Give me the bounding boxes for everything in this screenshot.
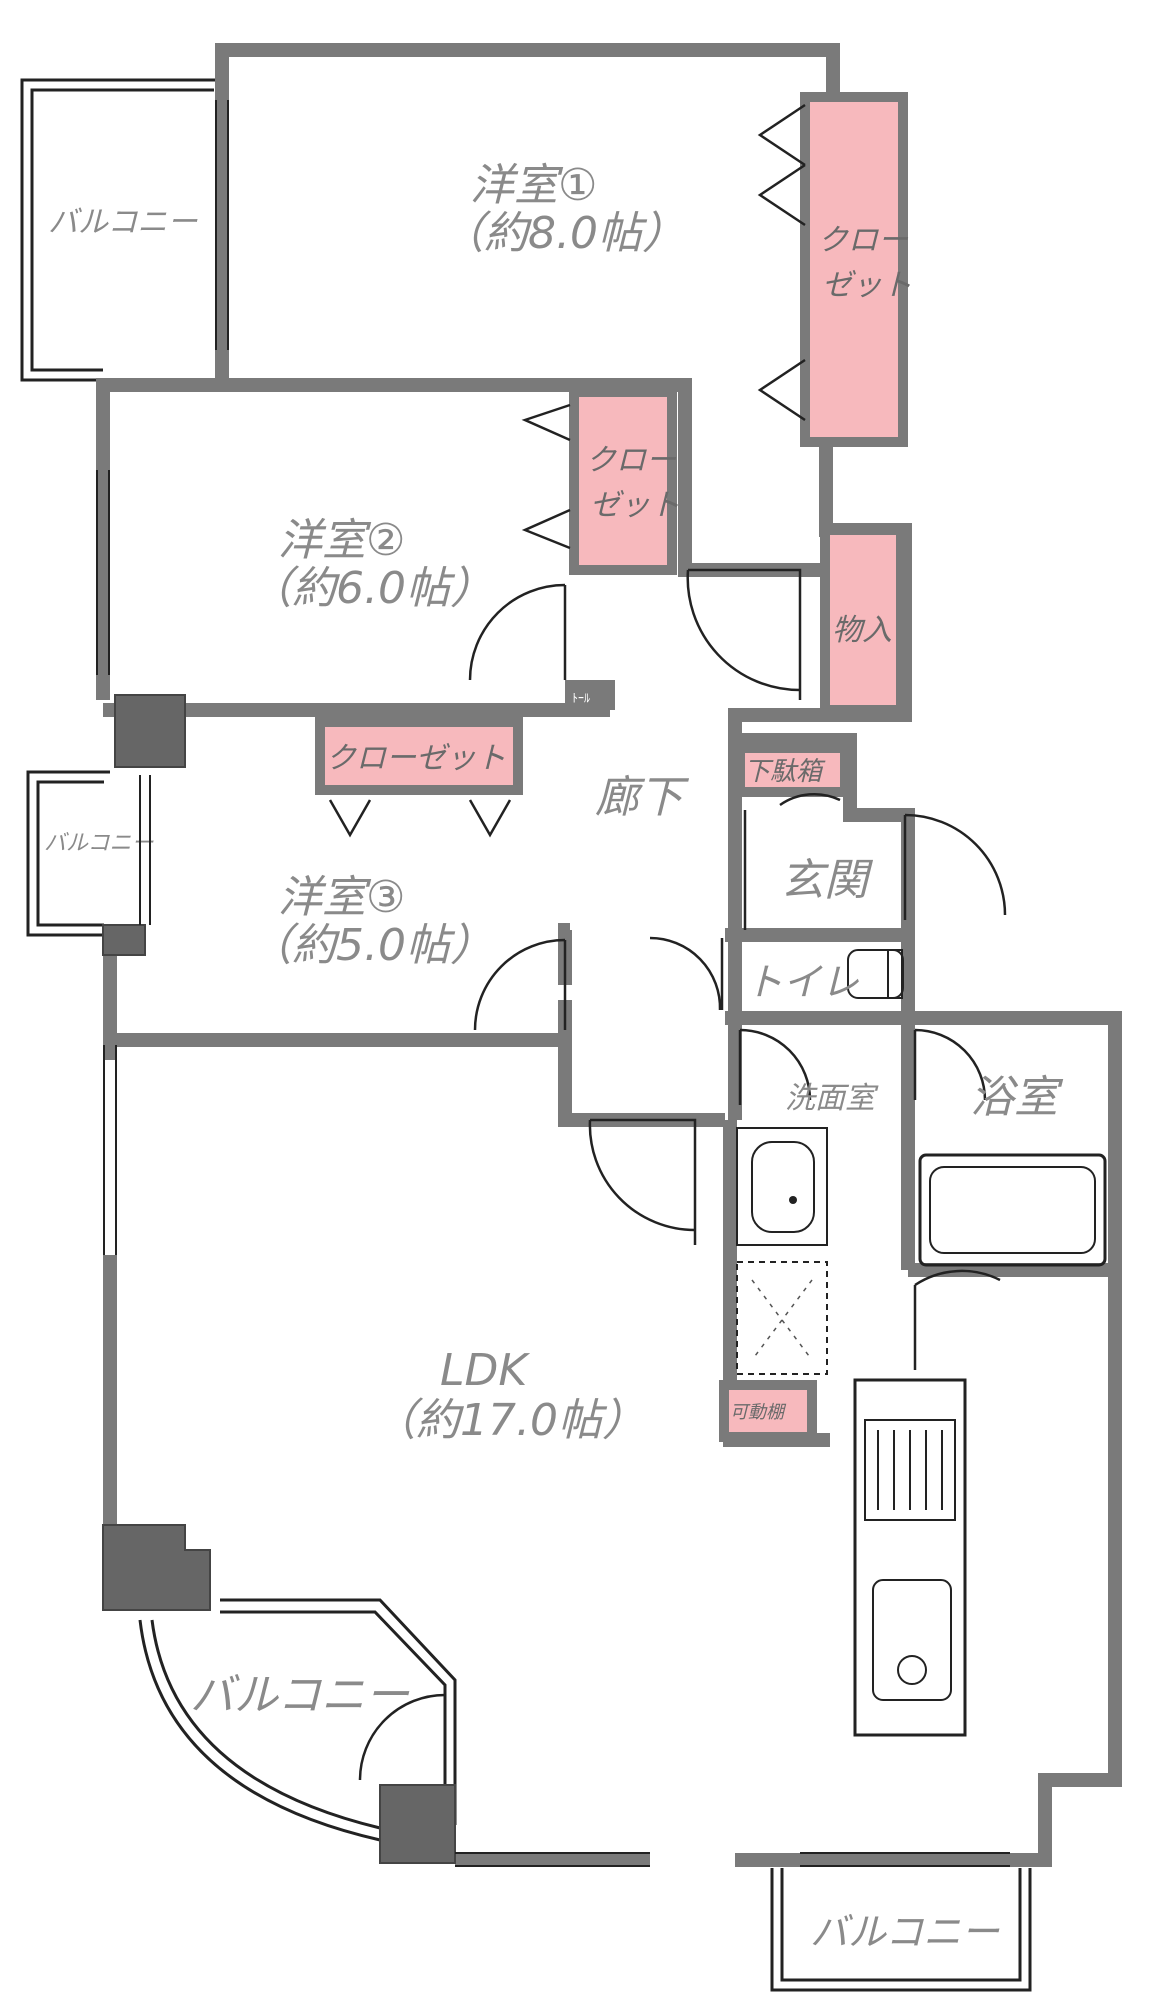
shoebox-label: 下駄箱 [744,757,826,787]
walkin-storage-label: 物入 [832,613,892,648]
balcony-bottom-left-label: バルコニー [190,1670,410,1721]
closet-western3-label: クローゼット [326,741,506,776]
closet-western2-label: クロー [586,443,677,478]
balcony-bottom-right: バルコニー [770,1868,1032,1992]
shoebox[interactable]: 下駄箱 [735,743,850,797]
washbasin [736,1127,828,1246]
room-western1-name: 洋室① [470,160,597,211]
room-western2-name: 洋室② [278,515,405,566]
pillar-mid-left [114,694,186,768]
room-washroom: 洗面室 [785,1081,879,1116]
movable-shelf-label: 可動棚 [730,1402,787,1423]
tiny-box-label: ﾄｰﾙ [572,691,590,705]
kitchen-counter [853,1378,967,1737]
windows [96,100,1010,1867]
room-western3-size: （約5.0帖） [248,920,494,971]
room-entrance: 玄関 [780,855,874,906]
pillar-bottom-center [379,1784,456,1864]
room-corridor: 廊下 [595,772,690,823]
closet-western2[interactable]: クロー ゼット [569,387,680,575]
room-ldk: LDK （約17.0帖） [372,1345,646,1446]
room-bathroom: 浴室 [970,1072,1064,1123]
room-western2-size: （約6.0帖） [248,563,494,614]
room-western3-name: 洋室③ [278,872,405,923]
balcony-top-left: バルコニー [20,78,220,382]
bifold-doors [328,103,806,838]
room-western2: 洋室② （約6.0帖） [248,515,494,614]
balcony-bottom-right-label: バルコニー [810,1910,1000,1954]
balcony-mid-left-label: バルコニー [44,831,155,856]
tiny-box [565,680,615,710]
pillar-bottom-left [102,1524,211,1611]
walkin-storage[interactable]: 物入 [820,525,906,715]
pillar-small-left [102,924,146,956]
doors [358,568,1007,1781]
balcony-top-left-label: バルコニー [48,205,198,240]
washing-machine-area [736,1261,828,1375]
balcony-bottom-left: バルコニー [138,1598,457,1842]
movable-shelf[interactable]: 可動棚 [719,1380,817,1442]
room-western3: 洋室③ （約5.0帖） [248,872,494,971]
closet-western3[interactable]: クローゼット [315,717,523,795]
room-ldk-name: LDK [440,1345,530,1396]
closet-western1-label: クロー [818,223,909,258]
balcony-mid-left: バルコニー [26,770,155,937]
room-western1-size: （約8.0帖） [440,208,686,259]
closet-western1[interactable]: クロー ゼット [800,92,912,447]
room-western1: 洋室① （約8.0帖） [440,160,686,259]
bathtub [918,1153,1107,1267]
room-ldk-size: （約17.0帖） [372,1395,646,1446]
svg-text:ゼット: ゼット [590,488,680,523]
toilet-fixture [847,949,904,999]
room-toilet: トイレ [745,960,859,1004]
svg-text:ゼット: ゼット [822,268,912,303]
